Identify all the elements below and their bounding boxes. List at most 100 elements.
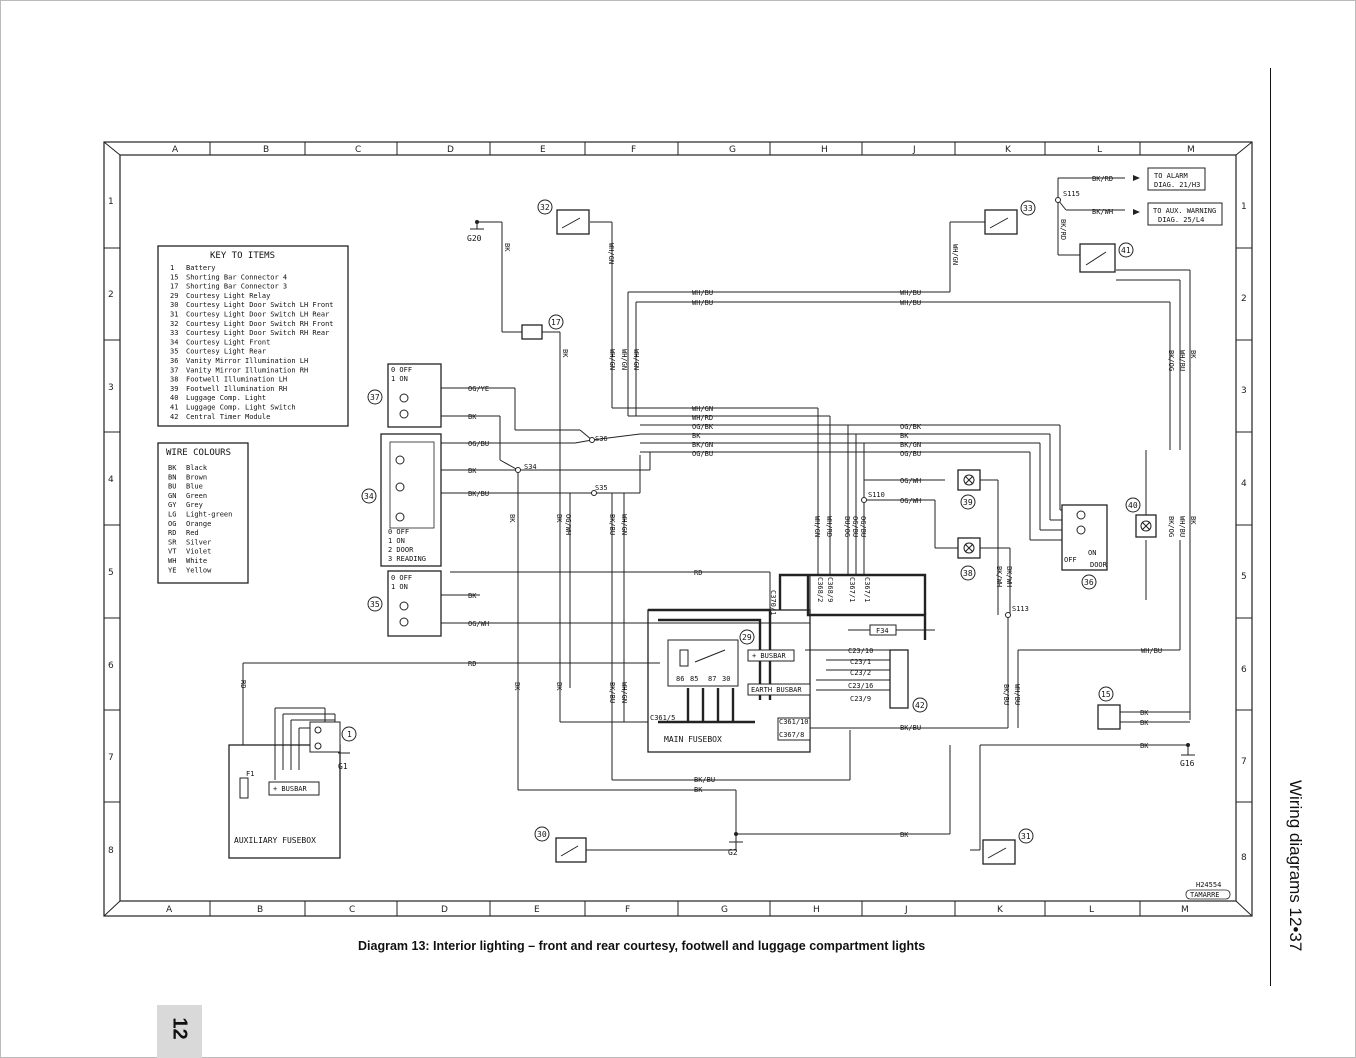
callout-32: 32 [537, 199, 553, 215]
callout-number: 15 [1101, 690, 1111, 699]
grid-row-label: 8 [1241, 853, 1247, 863]
wire-label: RD [239, 680, 247, 688]
callout-number: 35 [370, 600, 380, 609]
wire-colour-code: RD [168, 529, 176, 537]
aux-busbar-label: + BUSBAR [273, 785, 308, 793]
wire-label: RD [694, 569, 702, 577]
to-aux-line2: DIAG. 25/L4 [1158, 216, 1204, 224]
wire-colours-title: WIRE COLOURS [166, 448, 231, 458]
fuse-f34-label: F34 [876, 627, 889, 635]
grid-col-label: A [166, 905, 173, 915]
wire-colour-name: Light-green [186, 511, 232, 519]
grid-row-label: 7 [1241, 757, 1247, 767]
luggage-lamp-40 [1135, 514, 1157, 538]
key-item-label: Vanity Mirror Illumination RH [186, 366, 308, 374]
wire-label: WH/BU [692, 299, 713, 307]
ground-label: G16 [1180, 759, 1195, 768]
key-item-number: 38 [170, 376, 178, 384]
main-fusebox: MAIN FUSEBOX + BUSBAR EARTH BUSBAR 86 85… [647, 609, 897, 753]
wire-label: OG/WH [564, 514, 572, 535]
main-fusebox-bold-wiring [648, 573, 927, 724]
wire-label: BK [555, 682, 563, 691]
connector-label: C370/1 [769, 590, 777, 615]
grid-row-label: 4 [1241, 479, 1247, 489]
fuse-f1-label: F1 [246, 770, 254, 778]
wire-label: BK/BU [900, 724, 921, 732]
key-item-label: Courtesy Light Door Switch LH Rear [186, 311, 329, 319]
wire-label: BK/WH [1005, 566, 1013, 587]
wire-label: BK/BU [1002, 684, 1010, 705]
figure-caption: Diagram 13: Interior lighting – front an… [358, 939, 926, 953]
grid-col-label: H [821, 145, 828, 155]
to-aux-line1: TO AUX. WARNING [1153, 207, 1216, 215]
courtesy-light-rh-vanity-37: 0 OFF 1 ON [387, 363, 442, 428]
switch-position: 0 OFF [391, 366, 412, 374]
connector-label: C368/9 [826, 577, 834, 602]
wire-label: BK [468, 592, 477, 600]
splice-label: S115 [1063, 190, 1080, 198]
wire-label: BK [503, 243, 511, 252]
ground-label: G1 [338, 762, 348, 771]
callout-41: 41 [1118, 242, 1134, 258]
wire-label: BK/OG [1167, 516, 1175, 537]
key-item-number: 41 [170, 404, 178, 412]
ground-label: G20 [467, 234, 482, 243]
wire-label: WH/BU [1178, 350, 1186, 371]
ground-label: G2 [728, 848, 738, 857]
key-item-number: 31 [170, 311, 178, 319]
switch-position: 3 READING [388, 555, 426, 563]
wire-labels: BK/RD BK/WH WH/BU WH/BU WH/BU WH/BU OG/Y… [468, 175, 1162, 839]
wire-label: WH/BU [1178, 516, 1186, 537]
to-alarm-line1: TO ALARM [1154, 172, 1188, 180]
callout-29: 29 [739, 629, 755, 645]
switch-position: ON [1088, 549, 1096, 557]
grid-col-label: J [904, 905, 908, 915]
ground-g2: G2 [728, 832, 743, 857]
courtesy-light-rear-35: 0 OFF 1 ON [387, 570, 442, 637]
switch-position: 0 OFF [388, 528, 409, 536]
wire-label: OG/WH [468, 620, 489, 628]
callout-number: 39 [963, 498, 973, 507]
grid-columns-bottom: A B C D E F G H J K L M [166, 905, 1189, 915]
wiring [242, 177, 1191, 851]
wire-label: OG/BU [900, 450, 921, 458]
wire-label: BK [1140, 709, 1149, 717]
callout-40: 40 [1125, 497, 1141, 513]
callout-number: 34 [364, 492, 374, 501]
aux-fusebox-label: AUXILIARY FUSEBOX [234, 836, 316, 845]
wire-colour-name: Grey [186, 501, 203, 509]
grid-row-label: 5 [1241, 572, 1247, 582]
grid-row-label: 6 [1241, 665, 1247, 675]
grid-row-label: 1 [108, 197, 114, 207]
footwell-lamp-38 [957, 537, 981, 559]
key-item-number: 32 [170, 320, 178, 328]
door-switch-31 [982, 839, 1016, 865]
wire-label: BK/RD [1092, 175, 1113, 183]
grid-row-label: 3 [108, 383, 114, 393]
luggage-switch-41 [1079, 243, 1116, 273]
wire-label: BK [900, 432, 909, 440]
switch-position: DOOR [1090, 561, 1108, 569]
wire-label: BK/RD [1059, 219, 1067, 240]
busbar-label: + BUSBAR [752, 652, 787, 660]
shorting-bar-17 [521, 324, 543, 340]
wire-label: OG/BU [692, 450, 713, 458]
grid-row-label: 4 [108, 475, 114, 485]
wire-label: BK [555, 514, 563, 523]
wire-label: BK [468, 413, 477, 421]
callout-15: 15 [1098, 686, 1114, 702]
diagram-frame [103, 141, 1253, 917]
switch-position: OFF [1064, 556, 1077, 564]
central-timer-module [889, 649, 909, 709]
wire-label: BK/OG [1167, 350, 1175, 371]
key-item-label: Vanity Mirror Illumination LH [186, 357, 308, 365]
wire-colour-code: GN [168, 492, 176, 500]
grid-col-label: C [349, 905, 355, 915]
wire-colour-code: BU [168, 483, 176, 491]
ref-code: H24554 [1196, 881, 1221, 889]
door-switch-33 [984, 209, 1018, 235]
wire-colour-code: BK [168, 464, 177, 472]
switch-position: 1 ON [391, 375, 408, 383]
